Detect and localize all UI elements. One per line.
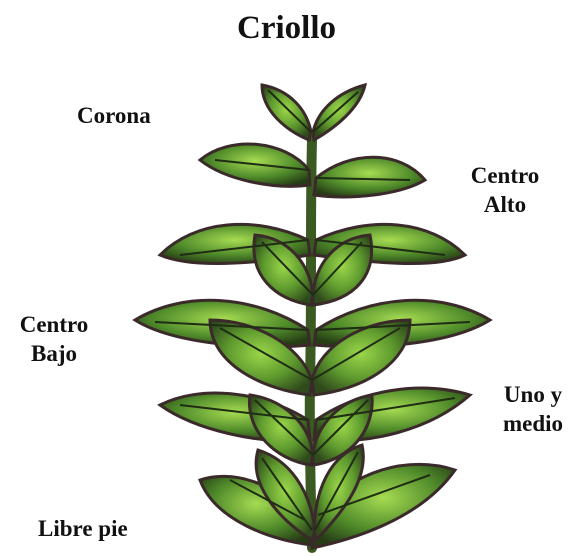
- leaf-group-uno-y-medio: [160, 388, 470, 465]
- label-centro-bajo-line-2: Bajo: [8, 339, 100, 368]
- label-uno-y-medio-line-2: medio: [488, 409, 573, 438]
- label-centro-alto: Centro Alto: [455, 161, 555, 219]
- label-uno-y-medio-line-1: Uno y: [488, 380, 573, 409]
- label-uno-y-medio: Uno y medio: [488, 380, 573, 438]
- label-centro-bajo-line-1: Centro: [8, 310, 100, 339]
- label-centro-alto-line-2: Alto: [455, 190, 555, 219]
- label-libre-pie: Libre pie: [38, 514, 128, 543]
- label-centro-alto-line-1: Centro: [455, 161, 555, 190]
- diagram-title: Criollo: [0, 8, 573, 48]
- label-corona: Corona: [77, 101, 151, 130]
- label-centro-bajo: Centro Bajo: [8, 310, 100, 368]
